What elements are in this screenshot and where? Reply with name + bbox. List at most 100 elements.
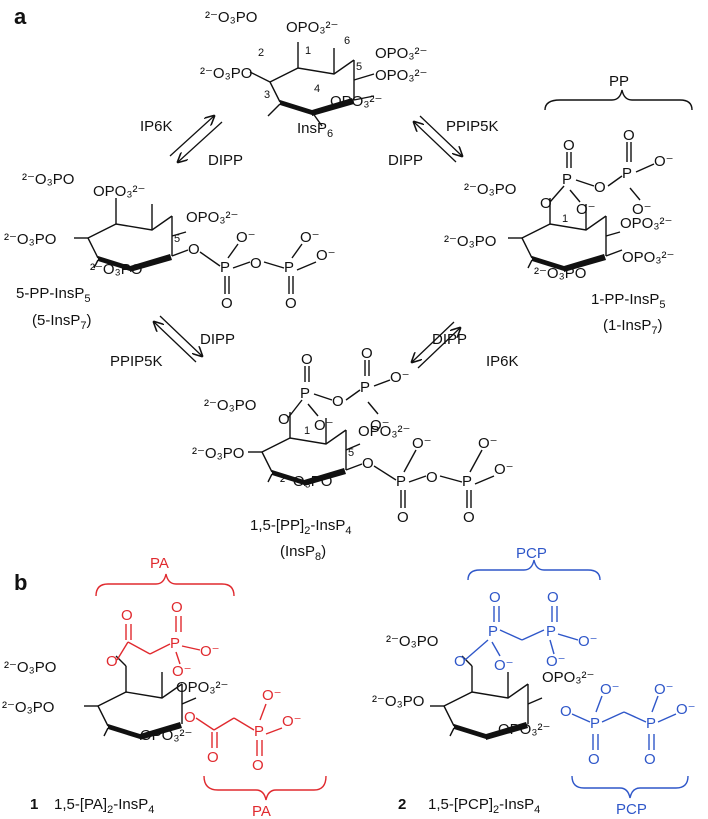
svg-text:O: O xyxy=(361,345,373,362)
pcp-label-bottom: PCP xyxy=(616,801,647,818)
svg-text:OPO₃²⁻: OPO₃²⁻ xyxy=(176,679,228,696)
svg-text:O⁻: O⁻ xyxy=(236,229,256,246)
svg-text:²⁻O₃PO: ²⁻O₃PO xyxy=(192,445,244,462)
svg-text:P: P xyxy=(622,165,632,182)
insp8-alias: (InsP8) xyxy=(280,543,326,563)
svg-text:P: P xyxy=(170,635,180,652)
insp6-structure: ²⁻O₃PO OPO₃²⁻ ²⁻O₃PO OPO₃²⁻ OPO₃²⁻ OPO₃²… xyxy=(200,9,427,127)
svg-text:O: O xyxy=(560,703,572,720)
svg-text:O⁻: O⁻ xyxy=(370,417,390,434)
pcp-label-top: PCP xyxy=(516,545,547,562)
arrow-1pp-to-insp8 xyxy=(412,321,460,369)
svg-text:OPO₃²⁻: OPO₃²⁻ xyxy=(186,209,238,226)
compound-2-number: 2 xyxy=(398,796,406,813)
arrow-insp6-to-1pp xyxy=(414,115,462,163)
svg-text:²⁻O₃PO: ²⁻O₃PO xyxy=(280,473,332,490)
svg-text:O⁻: O⁻ xyxy=(578,633,598,650)
svg-text:O⁻: O⁻ xyxy=(172,663,192,680)
svg-text:P: P xyxy=(360,379,370,396)
enzyme-dipp-top-left: DIPP xyxy=(208,152,243,169)
svg-text:OPO₃²⁻: OPO₃²⁻ xyxy=(330,93,382,110)
svg-text:O⁻: O⁻ xyxy=(282,713,302,730)
pcp-groups: O P O O⁻ P O O⁻ O⁻ O P O⁻ O P O⁻ O⁻ O xyxy=(454,559,696,799)
svg-text:O: O xyxy=(332,393,344,410)
svg-text:²⁻O₃PO: ²⁻O₃PO xyxy=(204,397,256,414)
svg-text:²⁻O₃PO: ²⁻O₃PO xyxy=(386,633,438,650)
svg-text:O⁻: O⁻ xyxy=(262,687,282,704)
svg-text:5: 5 xyxy=(348,447,354,459)
svg-text:OPO₃²⁻: OPO₃²⁻ xyxy=(542,669,594,686)
svg-text:P: P xyxy=(488,623,498,640)
svg-text:O: O xyxy=(594,179,606,196)
pa-groups: O O P O O⁻ O⁻ O O P O⁻ O⁻ O xyxy=(95,573,327,801)
svg-text:O: O xyxy=(644,751,656,768)
svg-text:P: P xyxy=(590,715,600,732)
svg-text:O: O xyxy=(252,757,264,774)
pa-label-top: PA xyxy=(150,555,169,572)
insp8-structure: ²⁻O₃PO ²⁻O₃PO OPO₃²⁻ ²⁻O₃PO 1 5 O P O O⁻… xyxy=(192,345,514,526)
svg-text:OPO₃²⁻: OPO₃²⁻ xyxy=(140,727,192,744)
svg-text:O⁻: O⁻ xyxy=(632,201,652,218)
svg-text:O: O xyxy=(188,241,200,258)
svg-text:P: P xyxy=(284,259,294,276)
svg-text:OPO₃²⁻: OPO₃²⁻ xyxy=(622,249,674,266)
enzyme-dipp-bottom-right: DIPP xyxy=(432,331,467,348)
svg-text:5: 5 xyxy=(356,61,362,73)
enzyme-ppip5k-bottom: PPIP5K xyxy=(110,353,163,370)
svg-text:O⁻: O⁻ xyxy=(654,153,674,170)
svg-text:²⁻O₃PO: ²⁻O₃PO xyxy=(4,659,56,676)
svg-text:OPO₃²⁻: OPO₃²⁻ xyxy=(375,67,427,84)
panel-b-label: b xyxy=(14,570,27,595)
svg-text:O: O xyxy=(489,589,501,606)
svg-text:6: 6 xyxy=(344,35,350,47)
svg-text:O⁻: O⁻ xyxy=(390,369,410,386)
insp8-name: 1,5-[PP]2-InsP4 xyxy=(250,517,351,537)
svg-text:2: 2 xyxy=(258,47,264,59)
svg-text:O: O xyxy=(426,469,438,486)
svg-text:²⁻O₃PO: ²⁻O₃PO xyxy=(22,171,74,188)
svg-text:O: O xyxy=(397,509,409,526)
svg-text:²⁻O₃PO: ²⁻O₃PO xyxy=(444,233,496,250)
svg-text:O⁻: O⁻ xyxy=(494,461,514,478)
svg-text:O⁻: O⁻ xyxy=(300,229,320,246)
enzyme-dipp-bottom-left: DIPP xyxy=(200,331,235,348)
svg-text:1: 1 xyxy=(305,45,311,57)
svg-text:O: O xyxy=(623,127,635,144)
svg-text:²⁻O₃PO: ²⁻O₃PO xyxy=(4,231,56,248)
svg-text:OPO₃²⁻: OPO₃²⁻ xyxy=(620,215,672,232)
svg-text:O⁻: O⁻ xyxy=(478,435,498,452)
enzyme-ip6k-top: IP6K xyxy=(140,118,173,135)
arrow-5pp-to-insp8 xyxy=(154,315,202,363)
svg-text:5: 5 xyxy=(174,233,180,245)
svg-text:²⁻O₃PO: ²⁻O₃PO xyxy=(200,65,252,82)
insp6-name: InsP6 xyxy=(297,120,333,140)
svg-text:O: O xyxy=(121,607,133,624)
svg-text:O: O xyxy=(563,137,575,154)
svg-text:O⁻: O⁻ xyxy=(576,201,596,218)
1pp-insp5-name: 1-PP-InsP5 xyxy=(591,291,665,311)
svg-text:OPO₃²⁻: OPO₃²⁻ xyxy=(375,45,427,62)
svg-text:1: 1 xyxy=(562,213,568,225)
svg-text:P: P xyxy=(646,715,656,732)
svg-text:OPO₃²⁻: OPO₃²⁻ xyxy=(358,423,410,440)
pp-bracket-label: PP xyxy=(609,73,629,90)
svg-text:O⁻: O⁻ xyxy=(316,247,336,264)
svg-text:²⁻O₃PO: ²⁻O₃PO xyxy=(534,265,586,282)
svg-text:P: P xyxy=(254,723,264,740)
svg-text:O⁻: O⁻ xyxy=(494,657,514,674)
enzyme-dipp-top-right: DIPP xyxy=(388,152,423,169)
pa-label-bottom: PA xyxy=(252,803,271,819)
svg-text:P: P xyxy=(546,623,556,640)
svg-text:O: O xyxy=(184,709,196,726)
svg-text:O: O xyxy=(207,749,219,766)
enzyme-ip6k-bottom: IP6K xyxy=(486,353,519,370)
svg-text:O⁻: O⁻ xyxy=(200,643,220,660)
1pp-insp5-structure: ²⁻O₃PO ²⁻O₃PO OPO₃²⁻ OPO₃²⁻ ²⁻O₃PO 1 O P… xyxy=(444,127,674,282)
svg-text:O⁻: O⁻ xyxy=(314,417,334,434)
svg-text:O⁻: O⁻ xyxy=(412,435,432,452)
compound-1-structure: ²⁻O₃PO ²⁻O₃PO OPO₃²⁻ OPO₃²⁻ xyxy=(2,655,228,744)
svg-text:P: P xyxy=(462,473,472,490)
arrow-insp6-to-5pp xyxy=(169,116,223,162)
svg-text:O: O xyxy=(547,589,559,606)
